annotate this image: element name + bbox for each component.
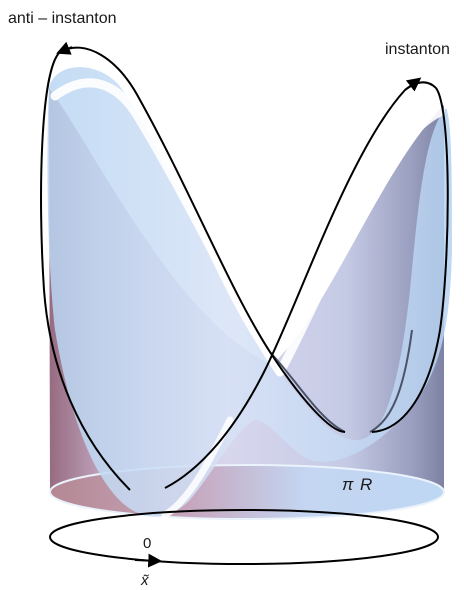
- instanton-path-hidden: [269, 351, 346, 433]
- anti-instanton-label: anti – instanton: [8, 10, 117, 27]
- anti-instanton-path-left: [40, 51, 131, 491]
- x-tilde-label: x̃: [140, 572, 150, 589]
- surface-rim-right: [275, 107, 445, 377]
- instanton-path-right: [371, 87, 449, 433]
- surface-rim-left: [50, 78, 285, 377]
- anti-instanton-path: [59, 46, 346, 433]
- anti-instanton-arrow: [56, 41, 73, 55]
- radius-label: R: [360, 475, 372, 494]
- instanton-arrow: [404, 77, 422, 92]
- surface-rim-lower: [161, 416, 234, 519]
- instanton-path-hidden-lower: [369, 329, 413, 433]
- potential-surface: [47, 67, 452, 517]
- x-tilde-arrow: [134, 553, 163, 568]
- zero-label: 0: [143, 535, 151, 552]
- instanton-label: instanton: [385, 41, 450, 58]
- pi-label: π: [342, 475, 354, 494]
- x-tilde-ring: [49, 509, 439, 565]
